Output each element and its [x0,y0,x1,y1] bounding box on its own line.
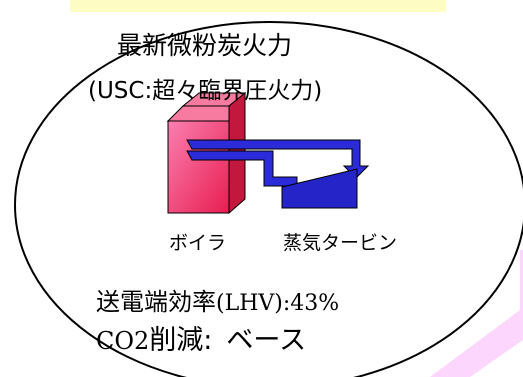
steam-turbine-icon [281,168,358,209]
efficiency-label: 送電端効率 [96,288,216,316]
efficiency-value: (LHV):43% [216,291,340,316]
co2-line: CO2削減: ベース [96,327,306,354]
efficiency-line: 送電端効率(LHV):43% [96,290,339,315]
boiler-top-bevel [166,105,230,122]
highlight-band-top [70,0,446,12]
enclosing-ellipse [14,21,523,377]
boiler-label: ボイラ [169,232,227,254]
highlight-band-side [430,250,523,377]
co2-label: 削減: [149,325,213,356]
boiler-front-face [167,120,230,214]
plant-type-title: 最新微粉炭火力 [117,31,293,60]
steam-turbine-label: 蒸気タービン [283,232,398,254]
plant-type-subtitle: (USC:超々臨界圧火力) [88,78,323,104]
co2-value: ベース [226,325,307,356]
co2-label-latin: CO2 [96,327,150,355]
